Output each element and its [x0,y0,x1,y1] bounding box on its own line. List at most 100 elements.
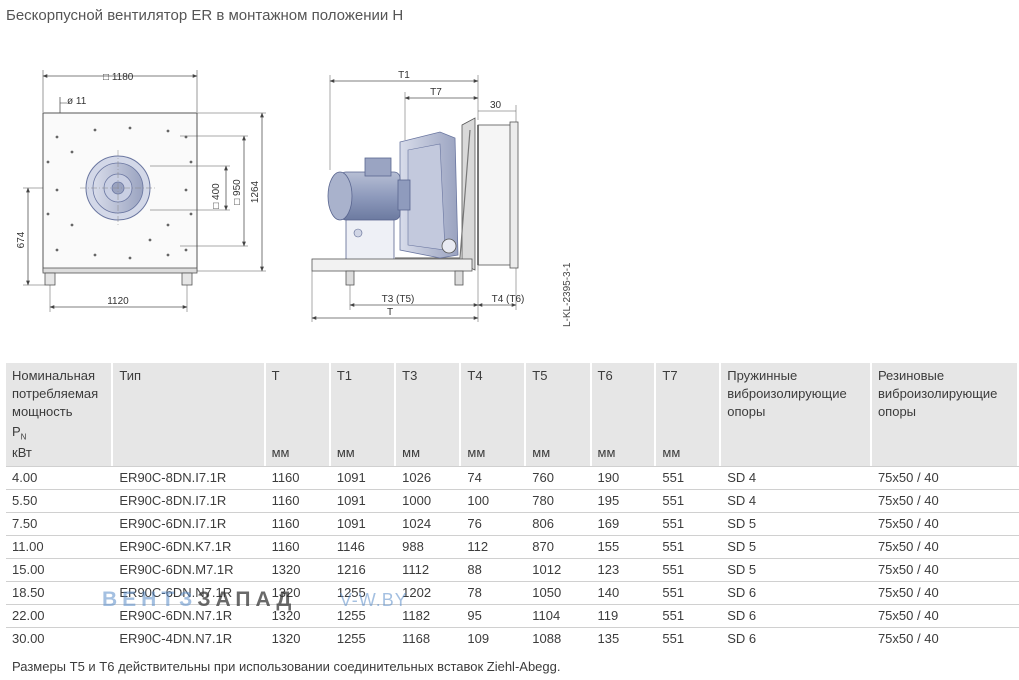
table-cell: 1320 [265,558,331,581]
table-cell: 119 [591,604,657,627]
table-cell: 1104 [526,604,592,627]
table-cell: 1182 [396,604,462,627]
table-cell: 1255 [330,627,397,650]
table-cell: 1255 [330,604,397,627]
table-cell: 22.00 [6,604,114,627]
table-cell: 169 [591,512,657,535]
table-cell: 780 [526,489,592,512]
footnote: Размеры T5 и T6 действительны при исполь… [12,659,561,674]
table-cell: SD 6 [721,581,872,604]
col-rubber-mounts: Резиновые виброизолирующие опоры [871,363,1019,466]
table-cell: 988 [396,535,462,558]
table-cell: 1146 [330,535,397,558]
table-cell: SD 6 [721,627,872,650]
dim-674: 674 [16,231,27,248]
table-cell: ER90C-8DN.I7.1R [113,489,266,512]
table-cell: 1160 [265,466,331,489]
table-cell: SD 4 [721,466,872,489]
table-cell: 1112 [396,558,462,581]
watermark: ВЕНТЗЗАПАД V-W.BY [102,588,408,611]
table-cell: 551 [656,604,722,627]
table-cell: 1320 [265,627,331,650]
table-cell: 76 [461,512,527,535]
table-cell: 1091 [330,512,397,535]
dim-30: 30 [490,100,502,111]
table-cell: 123 [591,558,657,581]
table-cell: 140 [591,581,657,604]
table-cell: 551 [656,489,722,512]
page-title: Бескорпусной вентилятор ER в монтажном п… [6,7,404,24]
table-cell: 1160 [265,535,331,558]
table-cell: 112 [461,535,527,558]
dim-t: T [387,307,393,318]
table-cell: 551 [656,512,722,535]
table-cell: 1255 [330,581,397,604]
table-cell: 190 [591,466,657,489]
table-cell: 806 [526,512,592,535]
table-cell: 1160 [265,489,331,512]
table-cell: SD 5 [721,558,872,581]
table-cell: 109 [461,627,527,650]
table-cell: 78 [461,581,527,604]
table-cell: 1091 [330,466,397,489]
table-cell: 1091 [330,489,397,512]
table-cell: 30.00 [6,627,114,650]
table-cell: 1050 [526,581,592,604]
table-cell: SD 5 [721,535,872,558]
dim-1264: 1264 [250,180,261,203]
table-cell: 1012 [526,558,592,581]
dim-1120: 1120 [107,296,129,307]
table-cell: 88 [461,558,527,581]
col-power: Номинальная потребляемая мощность PN кВт [6,363,114,466]
table-cell: 551 [656,581,722,604]
table-cell: 135 [591,627,657,650]
table-cell: 75x50 / 40 [871,558,1019,581]
table-cell: 1160 [265,512,331,535]
table-cell: ER90C-4DN.N7.1R [113,627,266,650]
table-cell: 1202 [396,581,462,604]
table-cell: 75x50 / 40 [871,581,1019,604]
table-cell: 1088 [526,627,592,650]
table-cell: 195 [591,489,657,512]
table-cell: SD 6 [721,604,872,627]
table-cell: 75x50 / 40 [871,535,1019,558]
dim-400: □ 400 [211,183,222,209]
header-row: Номинальная потребляемая мощность PN кВт… [6,363,1019,466]
table-cell: 1026 [396,466,462,489]
col-type: Тип [113,363,266,466]
table-cell: 74 [461,466,527,489]
dim-t1: T1 [398,70,410,81]
table-cell: 551 [656,535,722,558]
table-cell: 1320 [265,604,331,627]
table-cell: 1216 [330,558,397,581]
table-cell: 18.50 [6,581,114,604]
table-cell: 15.00 [6,558,114,581]
front-view [23,70,266,312]
table-cell: 75x50 / 40 [871,627,1019,650]
spec-table: Номинальная потребляемая мощность PN кВт… [6,363,1019,650]
table-cell: 95 [461,604,527,627]
table-cell: SD 5 [721,512,872,535]
col-spring-mounts: Пружинные виброизолирующие опоры [721,363,872,466]
table-cell: ER90C-6DN.K7.1R [113,535,266,558]
table-cell: SD 4 [721,489,872,512]
table-cell: ER90C-6DN.I7.1R [113,512,266,535]
table-cell: 75x50 / 40 [871,604,1019,627]
dim-t3-t5: T3 (T5) [382,294,415,305]
table-cell: 551 [656,558,722,581]
power-symbol: PN [12,424,27,442]
table-cell: 75x50 / 40 [871,489,1019,512]
table-cell: 155 [591,535,657,558]
